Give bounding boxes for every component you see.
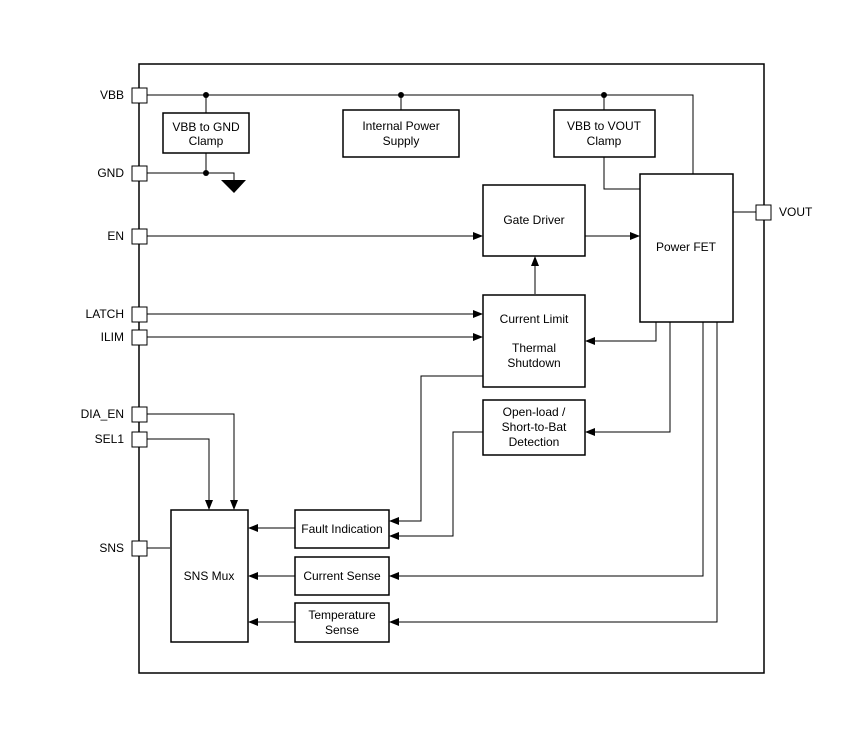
gate-driver-block: Gate Driver: [482, 184, 586, 257]
pin-vbb: VBB: [100, 87, 148, 104]
pin-label-sel1: SEL1: [95, 432, 125, 446]
pin-label-gnd: GND: [97, 166, 124, 180]
pin-latch: LATCH: [86, 306, 148, 323]
svg-text:Detection: Detection: [509, 435, 560, 449]
svg-text:Supply: Supply: [383, 134, 420, 148]
pin-ilim: ILIM: [101, 329, 148, 346]
svg-text:Sense: Sense: [325, 623, 359, 637]
pin-label-vout: VOUT: [779, 205, 813, 219]
svg-text:Open-load /: Open-load /: [503, 405, 566, 419]
svg-text:Clamp: Clamp: [189, 134, 224, 148]
current-limit-thermal-shutdown-block: Current Limit Thermal Shutdown: [482, 294, 586, 388]
pin-label-vbb: VBB: [100, 88, 124, 102]
sns-mux-block: SNS Mux: [170, 509, 249, 643]
svg-text:Shutdown: Shutdown: [507, 356, 560, 370]
svg-text:Current Sense: Current Sense: [303, 569, 381, 583]
pin-vout: VOUT: [755, 204, 813, 221]
svg-text:VBB to GND: VBB to GND: [172, 120, 240, 134]
pin-en: EN: [107, 228, 148, 245]
pin-sel1: SEL1: [95, 431, 148, 448]
pin-label-dia-en: DIA_EN: [81, 407, 124, 421]
svg-text:VBB to VOUT: VBB to VOUT: [567, 119, 642, 133]
ground-icon: [221, 180, 246, 193]
temperature-sense-block: Temperature Sense: [294, 602, 390, 643]
pin-gnd: GND: [97, 165, 148, 182]
pin-label-latch: LATCH: [86, 307, 124, 321]
power-fet-block: Power FET: [639, 173, 734, 323]
svg-text:Gate Driver: Gate Driver: [503, 213, 564, 227]
junction-dots: [203, 92, 607, 176]
vbb-to-gnd-clamp-block: VBB to GND Clamp: [162, 112, 250, 154]
svg-text:Power FET: Power FET: [656, 240, 717, 254]
fault-indication-block: Fault Indication: [294, 509, 390, 549]
vbb-to-vout-clamp-block: VBB to VOUT Clamp: [553, 109, 656, 158]
svg-text:SNS Mux: SNS Mux: [184, 569, 235, 583]
internal-power-supply-block: Internal Power Supply: [342, 109, 460, 158]
pin-dia-en: DIA_EN: [81, 406, 148, 423]
svg-text:Thermal: Thermal: [512, 341, 556, 355]
svg-text:Fault Indication: Fault Indication: [301, 522, 382, 536]
svg-text:Short-to-Bat: Short-to-Bat: [502, 420, 567, 434]
svg-text:Temperature: Temperature: [308, 608, 376, 622]
pin-label-ilim: ILIM: [101, 330, 124, 344]
pin-sns: SNS: [99, 540, 148, 557]
svg-text:Internal Power: Internal Power: [362, 119, 439, 133]
current-sense-block: Current Sense: [294, 556, 390, 596]
svg-text:Clamp: Clamp: [587, 134, 622, 148]
pin-label-sns: SNS: [99, 541, 124, 555]
open-load-detection-block: Open-load / Short-to-Bat Detection: [482, 399, 586, 456]
wires: [147, 94, 756, 626]
pin-label-en: EN: [107, 229, 124, 243]
svg-text:Current Limit: Current Limit: [500, 312, 569, 326]
